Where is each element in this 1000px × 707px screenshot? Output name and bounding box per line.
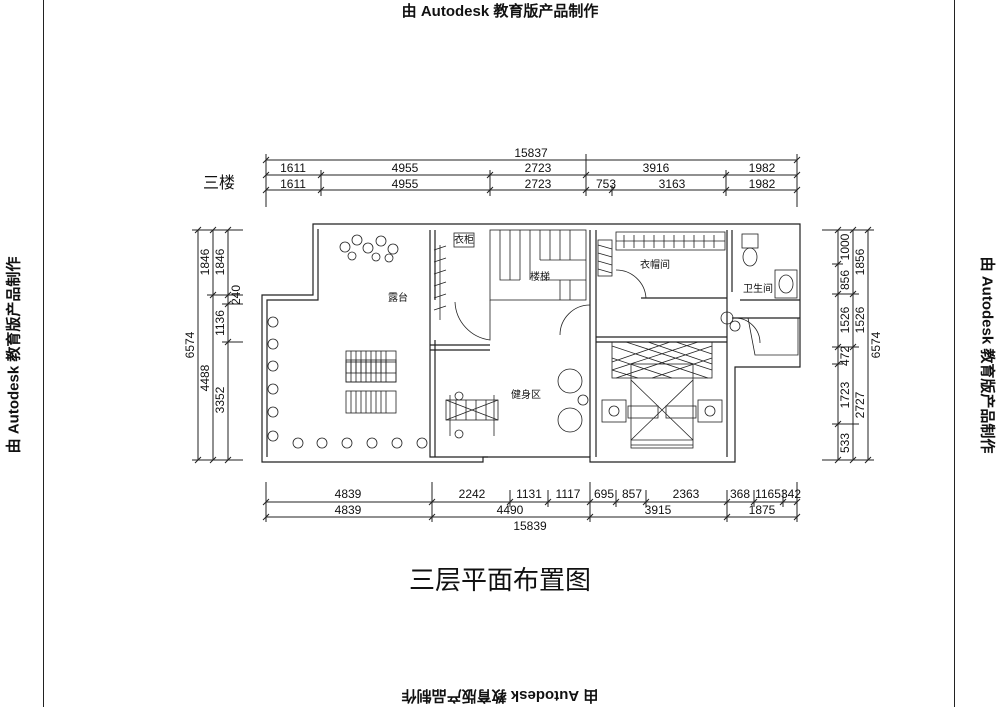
wardrobe-cloakroom	[597, 231, 726, 277]
dim-bottom-row2: 1875	[749, 503, 776, 517]
right-dimension-lines	[822, 226, 874, 464]
dim-top-row1: 4955	[392, 161, 419, 175]
dim-bottom-row1: 2363	[673, 487, 700, 501]
dim-top-row1: 3916	[643, 161, 670, 175]
dim-left-col1: 4488	[198, 364, 212, 391]
dim-bottom-total: 15839	[513, 519, 547, 533]
staircase	[489, 229, 587, 301]
dim-top-total: 15837	[514, 146, 548, 160]
top-dimension-lines	[262, 154, 801, 207]
room-label-stairs: 楼梯	[530, 270, 550, 283]
plant-cluster	[339, 234, 741, 332]
dim-left-col1: 1846	[198, 248, 212, 275]
dim-bottom-row2: 4839	[335, 503, 362, 517]
bathroom-fixtures	[741, 233, 799, 356]
dim-right-col1: 856	[838, 270, 852, 290]
left-dimension-lines	[192, 226, 243, 464]
dim-top-row2: 1611	[280, 177, 306, 191]
dim-top-row1: 1611	[280, 161, 306, 175]
room-label-cabinet: 衣柜	[454, 233, 474, 246]
dim-bottom-row1: 857	[622, 487, 642, 501]
dim-top-row2: 4955	[392, 177, 419, 191]
dim-bottom-row1: 695	[594, 487, 614, 501]
room-label-fitness: 健身区	[511, 388, 541, 401]
fitness-equipment	[445, 368, 589, 439]
dim-top-row2: 3163	[659, 177, 686, 191]
dim-right-col1: 533	[838, 433, 852, 453]
dim-left-col2: 240	[229, 285, 243, 305]
room-label-cloakroom: 衣帽间	[640, 258, 670, 271]
dim-right-col1: 1526	[838, 306, 852, 333]
dim-right-col2: 2727	[853, 391, 867, 418]
dim-top-row2: 2723	[525, 177, 552, 191]
dim-top-row2: 1982	[749, 177, 776, 191]
dim-left-col2: 1136	[213, 310, 227, 336]
dim-left-col2: 1846	[213, 248, 227, 275]
drawing-frame	[43, 0, 955, 707]
dim-right-col2: 1856	[853, 248, 867, 275]
dim-bottom-row1: 1131	[516, 487, 542, 501]
hanging-rack	[433, 232, 475, 320]
bottom-dimension-lines	[262, 482, 801, 522]
dim-right-col2: 1526	[853, 306, 867, 333]
dim-top-row1: 1982	[749, 161, 776, 175]
dim-right-col1: 1000	[838, 233, 852, 260]
dim-right-col1: 472	[838, 346, 852, 366]
room-label-terrace: 露台	[388, 291, 408, 304]
dim-bottom-row1: 4839	[335, 487, 362, 501]
dim-left-total: 6574	[183, 331, 197, 358]
wall-outline	[261, 223, 801, 463]
watermark-top: 由 Autodesk 教育版产品制作	[401, 3, 599, 20]
doors	[454, 269, 761, 344]
dim-bottom-row1: 342	[781, 487, 801, 501]
dim-top-row1: 2723	[525, 161, 552, 175]
dim-bottom-row1: 368	[730, 487, 750, 501]
room-label-bathroom: 卫生间	[743, 282, 773, 295]
dim-top-row2: 753	[596, 177, 616, 191]
dim-bottom-row1: 2242	[459, 487, 486, 501]
dim-bottom-row2: 4490	[497, 503, 524, 517]
sun-lounger	[345, 350, 397, 414]
dim-right-total: 6574	[869, 331, 883, 358]
dim-bottom-row1: 1165	[755, 487, 781, 501]
dim-bottom-row1: 1117	[556, 487, 581, 501]
floor-label: 三楼	[203, 173, 236, 192]
double-bed	[601, 341, 723, 449]
dim-left-col2: 3352	[213, 386, 227, 413]
drawing-caption: 三层平面布置图	[408, 566, 591, 596]
potted-plants	[267, 316, 428, 449]
dim-bottom-row2: 3915	[645, 503, 672, 517]
dim-right-col1: 1723	[838, 381, 852, 408]
